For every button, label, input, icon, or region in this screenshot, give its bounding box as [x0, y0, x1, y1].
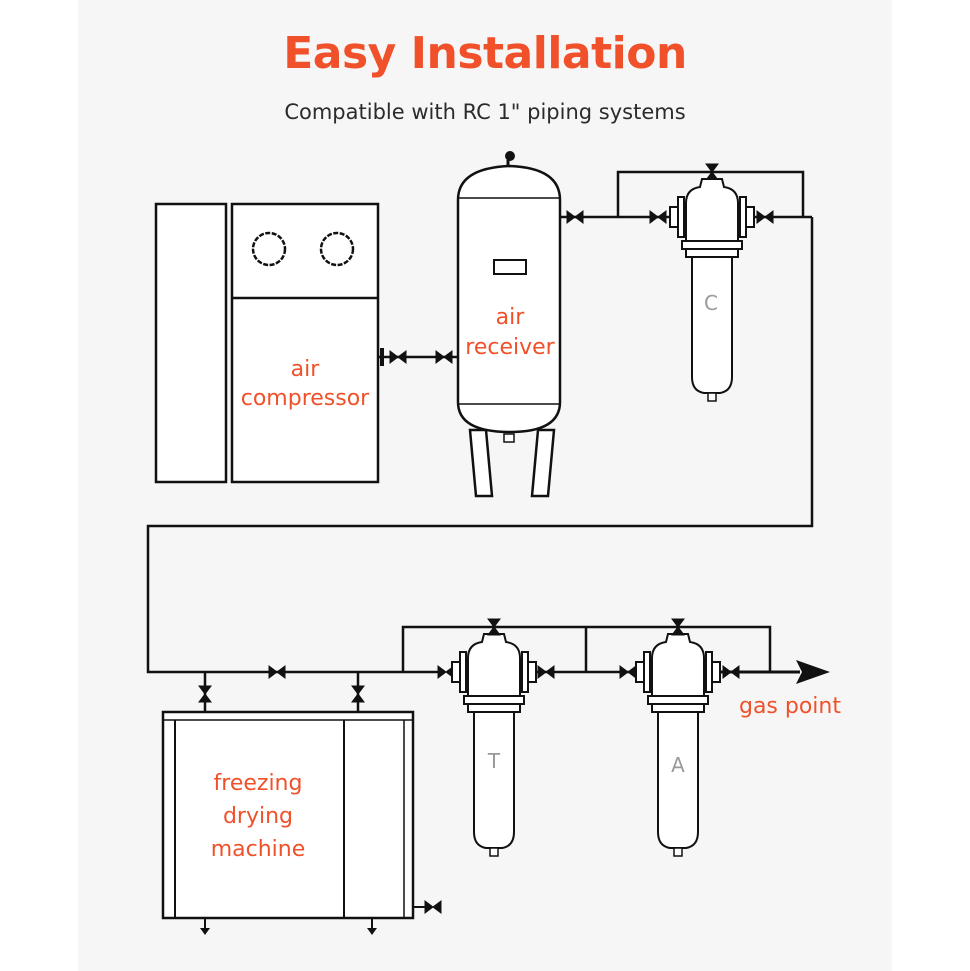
dryer-label-1: freezing: [214, 771, 303, 796]
valve-icon: [566, 210, 584, 224]
freezing-drying-machine: freezing drying machine: [161, 710, 430, 935]
receiver-label-1: air: [496, 305, 526, 330]
valve-icon: [389, 350, 407, 364]
page-subtitle: Compatible with RC 1" piping systems: [284, 100, 686, 124]
valve-icon: [268, 665, 286, 679]
outlet-arrow-icon: [796, 660, 830, 684]
filter-t: [451, 633, 537, 857]
filter-a-label: A: [671, 753, 685, 777]
valve-icon: [619, 665, 637, 679]
filter-a: [635, 633, 721, 857]
valve-icon: [756, 210, 774, 224]
valve-icon: [435, 350, 453, 364]
filter-t-label: T: [487, 749, 501, 773]
dryer-label-2: drying: [223, 804, 293, 829]
dryer-label-3: machine: [211, 837, 306, 862]
valve-icon: [537, 665, 555, 679]
gas-point-label: gas point: [739, 694, 841, 719]
page-title: Easy Installation: [283, 28, 687, 79]
filter-c-label: C: [704, 291, 718, 315]
valve-icon: [424, 900, 442, 914]
valve-icon: [198, 685, 212, 703]
valve-icon: [722, 665, 740, 679]
valve-icon: [351, 685, 365, 703]
air-receiver: air receiver: [456, 151, 562, 498]
valve-icon: [649, 210, 667, 224]
filter-c: [669, 178, 755, 402]
compressor-label-2: compressor: [241, 386, 370, 411]
compressor-label-1: air: [291, 357, 321, 382]
air-compressor: air compressor: [154, 202, 380, 484]
receiver-label-2: receiver: [465, 335, 555, 360]
